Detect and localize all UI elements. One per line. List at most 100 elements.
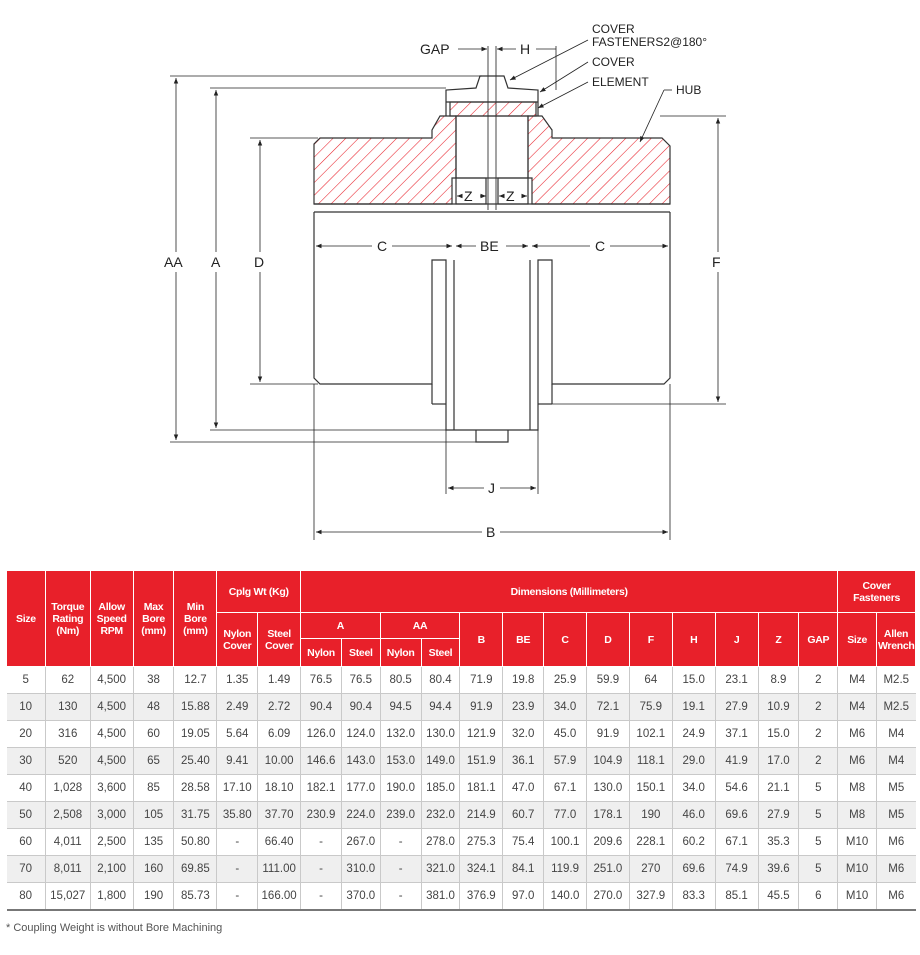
- table-cell: 34.0: [672, 774, 716, 802]
- table-cell: -: [380, 828, 422, 856]
- table-cell: 19.1: [672, 693, 716, 721]
- table-cell: 2: [798, 666, 839, 694]
- table-cell: 5.64: [216, 720, 259, 748]
- table-cell: 316: [45, 720, 91, 748]
- table-cell: 130.0: [586, 774, 630, 802]
- table-cell: 45.5: [758, 882, 800, 911]
- table-cell: 37.1: [715, 720, 759, 748]
- table-cell: M6: [876, 828, 916, 856]
- table-cell: 153.0: [380, 747, 422, 775]
- table-cell: M2.5: [876, 666, 916, 694]
- table-cell: 10.9: [758, 693, 800, 721]
- table-cell: 62: [45, 666, 91, 694]
- table-cell: 46.0: [672, 801, 716, 829]
- table-cell: 20: [6, 720, 46, 748]
- table-cell: 151.9: [459, 747, 504, 775]
- col-aa: AA: [379, 612, 461, 639]
- table-cell: 2.72: [257, 693, 302, 721]
- table-cell: 1.49: [257, 666, 302, 694]
- table-cell: 90.4: [300, 693, 342, 721]
- table-cell: 74.9: [715, 855, 759, 883]
- table-cell: 23.1: [715, 666, 759, 694]
- table-cell: 80.4: [421, 666, 461, 694]
- table-cell: 275.3: [459, 828, 504, 856]
- table-cell: 4,500: [90, 720, 134, 748]
- table-cell: 71.9: [459, 666, 504, 694]
- table-cell: -: [380, 882, 422, 911]
- table-cell: 91.9: [586, 720, 630, 748]
- col-z: Z: [757, 612, 800, 667]
- table-cell: 5: [798, 828, 839, 856]
- table-cell: 4,011: [45, 828, 91, 856]
- col-gap: GAP: [798, 612, 839, 667]
- table-cell: 190.0: [380, 774, 422, 802]
- table-cell: 310.0: [341, 855, 381, 883]
- table-cell: 28.58: [173, 774, 218, 802]
- table-cell: 132.0: [380, 720, 422, 748]
- col-cplg-wt: Cplg Wt (Kg): [216, 570, 302, 613]
- table-cell: 15,027: [45, 882, 91, 911]
- col-a-nylon: Nylon: [300, 638, 342, 667]
- table-cell: M8: [837, 801, 878, 829]
- table-cell: 21.1: [758, 774, 800, 802]
- table-cell: 27.9: [758, 801, 800, 829]
- dim-aa-label: AA: [164, 254, 183, 270]
- table-cell: 19.05: [173, 720, 218, 748]
- col-b: B: [459, 612, 504, 667]
- table-cell: 90.4: [341, 693, 381, 721]
- left-hub-section: [313, 115, 457, 205]
- table-cell: 232.0: [421, 801, 461, 829]
- left-hub-body: [313, 212, 671, 431]
- table-cell: 38: [133, 666, 175, 694]
- table-cell: 2: [798, 693, 839, 721]
- table-cell: 83.3: [672, 882, 716, 911]
- table-cell: M4: [876, 720, 916, 748]
- table-cell: 70: [6, 855, 46, 883]
- dim-b-label: B: [486, 524, 495, 540]
- table-cell: 75.9: [629, 693, 673, 721]
- table-cell: 23.9: [502, 693, 545, 721]
- table-cell: M6: [876, 855, 916, 883]
- table-cell: 67.1: [543, 774, 587, 802]
- table-cell: 10: [6, 693, 46, 721]
- table-cell: 124.0: [341, 720, 381, 748]
- table-cell: 5: [6, 666, 46, 694]
- table-cell: 40: [6, 774, 46, 802]
- dim-z-left-label: Z: [464, 188, 473, 204]
- table-cell: 2,500: [90, 828, 134, 856]
- table-cell: 3,600: [90, 774, 134, 802]
- table-cell: 278.0: [421, 828, 461, 856]
- col-a: A: [300, 612, 381, 639]
- table-cell: 37.70: [257, 801, 302, 829]
- table-cell: 267.0: [341, 828, 381, 856]
- table-cell: 60.7: [502, 801, 545, 829]
- table-cell: M8: [837, 774, 878, 802]
- table-cell: 190: [133, 882, 175, 911]
- table-cell: 15.0: [672, 666, 716, 694]
- table-cell: 177.0: [341, 774, 381, 802]
- table-cell: 77.0: [543, 801, 587, 829]
- col-aa-nylon: Nylon: [379, 638, 422, 667]
- table-cell: 370.0: [341, 882, 381, 911]
- table-cell: 45.0: [543, 720, 587, 748]
- dimension-labels: GAP H AA A D F C BE C Z Z J B COVER FAST…: [164, 22, 721, 540]
- table-cell: 224.0: [341, 801, 381, 829]
- table-cell: 67.1: [715, 828, 759, 856]
- table-cell: 185.0: [421, 774, 461, 802]
- table-cell: 1.35: [216, 666, 259, 694]
- table-cell: 50: [6, 801, 46, 829]
- table-cell: M10: [837, 828, 878, 856]
- dim-c-left-label: C: [377, 238, 387, 254]
- table-cell: 72.1: [586, 693, 630, 721]
- table-cell: M4: [837, 693, 878, 721]
- dim-d-label: D: [254, 254, 264, 270]
- table-cell: 381.0: [421, 882, 461, 911]
- callout-cover: COVER: [592, 55, 635, 69]
- callout-cover-fasteners-line2: FASTENERS2@180°: [592, 35, 707, 49]
- table-cell: 31.75: [173, 801, 218, 829]
- dim-gap-label: GAP: [420, 41, 450, 57]
- table-cell: 85: [133, 774, 175, 802]
